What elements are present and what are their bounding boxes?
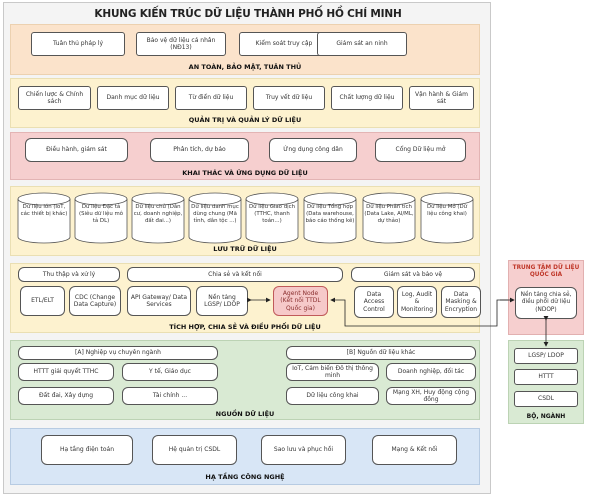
database-icon [131,192,185,244]
ndop-agent-connector [330,297,508,327]
source-item-b: Doanh nghiệp, đối tác [386,363,476,381]
storage-item-label: Dữ liệu danh mục dùng chung (Mã tỉnh, dâ… [191,204,239,224]
governance-item: Truy vết dữ liệu [253,86,325,110]
governance-item: Chất lượng dữ liệu [331,86,403,110]
band-storage: LƯU TRỮ DỮ LIỆU Dữ liệu lớn (IoT, các th… [10,186,480,256]
band-label-security: AN TOÀN, BẢO MẬT, TUÂN THỦ [188,63,302,71]
governance-item: Vận hành & Giám sát [409,86,474,110]
storage-cylinder: Dữ liệu Tổng hợp (Data warehouse, báo cá… [303,192,357,244]
source-group-title-a: [A] Nghiệp vụ chuyên ngành [18,346,218,360]
ministry-item: CSDL [514,391,578,407]
ndop-platform: Nền tảng chia sẻ, điều phối dữ liệu (NDO… [515,287,577,319]
governance-item: Danh mục dữ liệu [97,86,169,110]
database-icon [420,192,474,244]
ministry-item: HTTT [514,369,578,385]
storage-item-label: Dữ liệu Mở (Dữ liệu công khai) [426,204,468,217]
source-item-a: Y tế, Giáo dục [122,363,218,381]
integration-item: CDC (Change Data Capture) [69,286,121,316]
band-label-applications: KHAI THÁC VÀ ỨNG DỤNG DỮ LIỆU [182,169,308,177]
security-item: Giám sát an ninh [317,32,407,56]
ministries-label: BỘ, NGÀNH [526,413,566,420]
application-item: Ứng dụng công dân [269,138,357,162]
band-integration: Thu thập và xử lý ETL/ELT CDC (Change Da… [10,263,481,333]
infrastructure-item: Hệ quản trị CSDL [152,435,237,465]
storage-cylinder: Dữ liệu Mở (Dữ liệu công khai) [420,192,474,244]
infrastructure-item: Hạ tầng điện toán [41,435,133,465]
source-item-a: HTTT giải quyết TTHC [18,363,114,381]
database-icon [303,192,357,244]
database-icon [188,192,242,244]
integration-item: Log, Audit & Monitoring [397,286,437,318]
band-label-infrastructure: HẠ TẦNG CÔNG NGHỆ [205,473,285,481]
agent-node: Agent Node (Kết nối TTDL Quốc gia) [273,286,328,316]
database-icon [17,192,71,244]
band-label-integration: TÍCH HỢP, CHIA SẺ VÀ ĐIỀU PHỐI DỮ LIỆU [169,323,321,331]
band-label-sources: NGUỒN DỮ LIỆU [215,410,275,418]
integration-item: API Gateway/ Data Services [127,286,191,316]
application-item: Cổng Dữ liệu mở [375,138,466,162]
national-data-center-title: TRUNG TÂM DỮ LIỆU QUỐC GIA [512,265,580,278]
integration-item: Data Masking & Encryption [441,286,481,318]
integration-item: Data Access Control [354,286,394,318]
governance-item: Chiến lược & Chính sách [18,86,91,110]
band-label-governance: QUẢN TRỊ VÀ QUẢN LÝ DỮ LIỆU [188,116,302,124]
storage-item-label: Dữ liệu chủ (Dân cư, doanh nghiệp, đất đ… [133,204,183,224]
storage-item-label: Dữ liệu Giao dịch (TTHC, thanh toán...) [248,204,295,224]
storage-item-label: Dữ liệu Tổng hợp (Data warehouse, báo cá… [305,204,355,224]
storage-item-label: Dữ liệu lớn (IoT, các thiết bị khác) [20,204,68,217]
national-data-center: TRUNG TÂM DỮ LIỆU QUỐC GIA Nền tảng chia… [508,260,584,335]
source-item-b: IoT, Cảm biến Đô thị thông minh [286,363,379,381]
application-item: Điều hành, giám sát [25,138,128,162]
source-group-title-b: [B] Nguồn dữ liệu khác [286,346,476,360]
governance-item: Từ điển dữ liệu [175,86,247,110]
database-icon [245,192,299,244]
storage-item-label: Dữ liệu Phân tích (Data Lake, AI/ML, dự … [364,204,414,224]
diagram-title: KHUNG KIẾN TRÚC DỮ LIỆU THÀNH PHỐ HỒ CHÍ… [94,8,402,20]
storage-cylinder: Dữ liệu Đặc tả (Siêu dữ liệu mô tả DL) [74,192,128,244]
integration-item: Nền tảng LGSP/ LDOP [196,286,248,316]
security-item: Bảo vệ dữ liệu cá nhân (NĐ13) [136,32,226,56]
storage-cylinder: Dữ liệu danh mục dùng chung (Mã tỉnh, dâ… [188,192,242,244]
security-item: Tuân thủ pháp lý [31,32,125,56]
band-applications: Điều hành, giám sát Phân tích, dự báo Ứn… [10,132,480,180]
storage-cylinder: Dữ liệu chủ (Dân cư, doanh nghiệp, đất đ… [131,192,185,244]
database-icon [362,192,416,244]
integration-item: ETL/ELT [20,286,65,316]
source-item-a: Tài chính ... [122,387,218,405]
infrastructure-item: Sao lưu và phục hồi [261,435,346,465]
database-icon [74,192,128,244]
integration-group-title: Thu thập và xử lý [18,267,120,282]
ministry-item: LGSP/ LDOP [514,348,578,364]
integration-group-title: Chia sẻ và kết nối [127,267,343,282]
band-label-storage: LƯU TRỮ DỮ LIỆU [213,245,277,253]
source-item-b: Mạng XH, Huy động cộng đồng [386,387,476,405]
source-item-b: Dữ liệu công khai [286,387,379,405]
application-item: Phân tích, dự báo [150,138,249,162]
source-item-a: Đất đai, Xây dựng [18,387,114,405]
storage-cylinder: Dữ liệu Giao dịch (TTHC, thanh toán...) [245,192,299,244]
ministries-panel: LGSP/ LDOP HTTT CSDL BỘ, NGÀNH [508,340,584,424]
integration-group-title: Giám sát và bảo vệ [351,267,475,282]
infrastructure-item: Mạng & Kết nối [372,435,457,465]
storage-item-label: Dữ liệu Đặc tả (Siêu dữ liệu mô tả DL) [78,204,123,224]
band-infrastructure: Hạ tầng điện toán Hệ quản trị CSDL Sao l… [10,428,480,485]
storage-cylinder: Dữ liệu Phân tích (Data Lake, AI/ML, dự … [362,192,416,244]
band-governance: Chiến lược & Chính sách Danh mục dữ liệu… [10,78,480,128]
band-security: Tuân thủ pháp lý Bảo vệ dữ liệu cá nhân … [10,24,480,75]
band-sources: [A] Nghiệp vụ chuyên ngành HTTT giải quy… [10,340,480,420]
security-item: Kiểm soát truy cập [239,32,329,56]
storage-cylinder: Dữ liệu lớn (IoT, các thiết bị khác) [17,192,71,244]
